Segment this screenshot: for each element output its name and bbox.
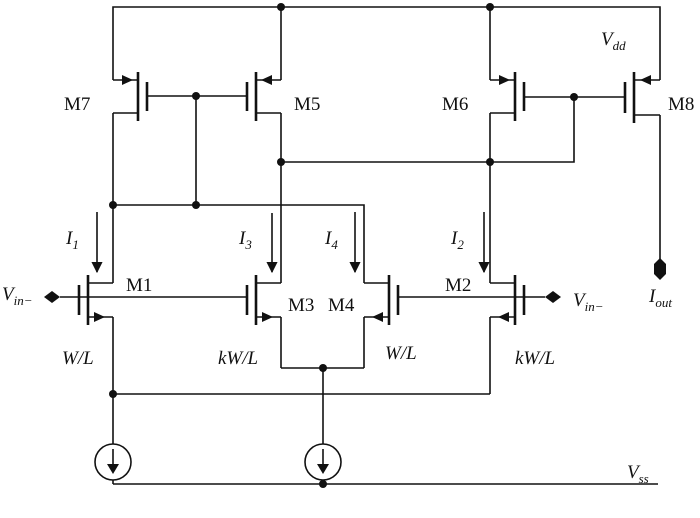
label-wl-m4: W/L: [385, 343, 417, 364]
label-i1: I1: [65, 228, 79, 252]
m3-m4-tail: [281, 364, 364, 444]
label-kwl-m3: kW/L: [218, 348, 258, 369]
label-m5: M5: [294, 94, 320, 115]
vin-right-terminal: [545, 291, 561, 303]
m6-m8-gate-bias: [277, 93, 578, 166]
transistor-m4: [363, 275, 400, 368]
label-m2: M2: [445, 275, 471, 296]
label-m8: M8: [668, 94, 694, 115]
label-m3: M3: [288, 295, 314, 316]
vdd-rail: [112, 3, 661, 80]
transistor-m1: [77, 205, 114, 394]
label-vin-right: Vin−: [573, 290, 604, 314]
label-i3: I3: [238, 228, 252, 252]
label-m7: M7: [64, 94, 90, 115]
label-i4: I4: [324, 228, 338, 252]
iout-terminal: [654, 258, 666, 280]
label-iout: Iout: [648, 286, 672, 310]
transistor-m8: [574, 72, 661, 262]
transistor-m5: [196, 72, 282, 283]
transistor-m7: [112, 72, 196, 205]
transistor-m2: [489, 275, 526, 394]
vin-left-terminal: [44, 291, 60, 303]
m7-m5-gate-bias: [192, 92, 200, 209]
label-vin-left: Vin−: [2, 284, 33, 308]
label-m4: M4: [328, 295, 355, 316]
label-kwl-right: kW/L: [515, 348, 555, 369]
transistor-m6: [489, 72, 574, 283]
label-vdd: Vdd: [601, 29, 626, 53]
label-wl-left: W/L: [62, 348, 94, 369]
label-m6: M6: [442, 94, 468, 115]
current-source-left: [94, 443, 132, 484]
transistor-m3: [245, 275, 282, 368]
label-m1: M1: [126, 275, 152, 296]
current-source-center: [304, 443, 342, 488]
label-i2: I2: [450, 228, 464, 252]
m1-m2-tail: [109, 390, 490, 444]
label-vss: Vss: [627, 462, 649, 486]
